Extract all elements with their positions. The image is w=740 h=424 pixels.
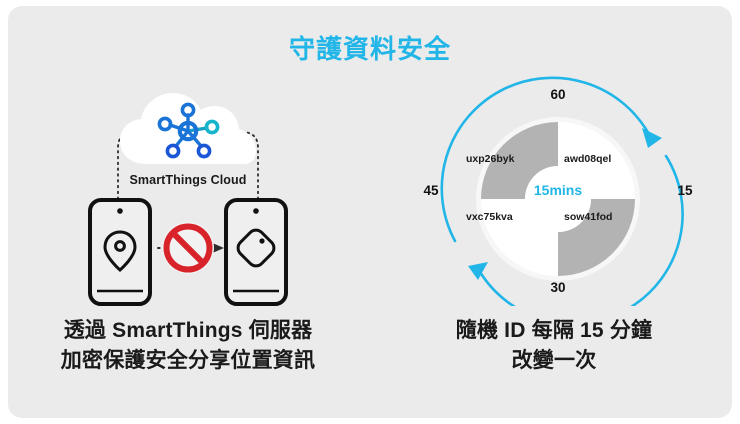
caption-right-line2: 改變一次	[511, 348, 597, 372]
caption-left-line1: 透過 SmartThings 伺服器	[63, 319, 313, 342]
slice-label-top-left: uxp26byk	[466, 153, 515, 165]
caption-left: 透過 SmartThings 伺服器 加密保護安全分享位置資訊	[14, 316, 362, 376]
phone-left	[88, 198, 152, 306]
left-illustration-svg	[88, 93, 288, 306]
donut-center-label: 15mins	[533, 182, 583, 198]
caption-left-line2: 加密保護安全分享位置資訊	[60, 348, 316, 372]
no-entry-icon	[162, 222, 214, 274]
smartthings-hub-icon	[157, 102, 220, 159]
right-illustration: 60 15 30 45 uxp26byk awd08qel vxc75kva s…	[388, 76, 728, 306]
donut-hole	[525, 166, 591, 232]
location-pin-icon	[103, 230, 137, 272]
tick-label-45: 45	[423, 183, 439, 198]
slice-label-bottom-right: sow41fod	[564, 211, 613, 223]
slice-label-bottom-left: vxc75kva	[466, 211, 513, 223]
phone-right	[224, 198, 288, 306]
cloud-label: SmartThings Cloud	[129, 173, 247, 187]
content-panel: 守護資料安全	[8, 6, 732, 418]
slice-label-top-right: awd08qel	[564, 153, 612, 165]
smarttag-icon	[236, 228, 276, 268]
caption-right-line1: 隨機 ID 每隔 15 分鐘	[455, 319, 653, 342]
rotation-arrows	[440, 76, 684, 306]
tick-label-15: 15	[677, 183, 693, 198]
page-title: 守護資料安全	[288, 34, 451, 64]
tick-label-30: 30	[550, 280, 566, 295]
tick-label-60: 60	[550, 87, 566, 102]
caption-right: 隨機 ID 每隔 15 分鐘 改變一次	[380, 316, 728, 376]
left-illustration: SmartThings Cloud	[18, 76, 358, 306]
rotation-chart-svg	[440, 76, 684, 306]
